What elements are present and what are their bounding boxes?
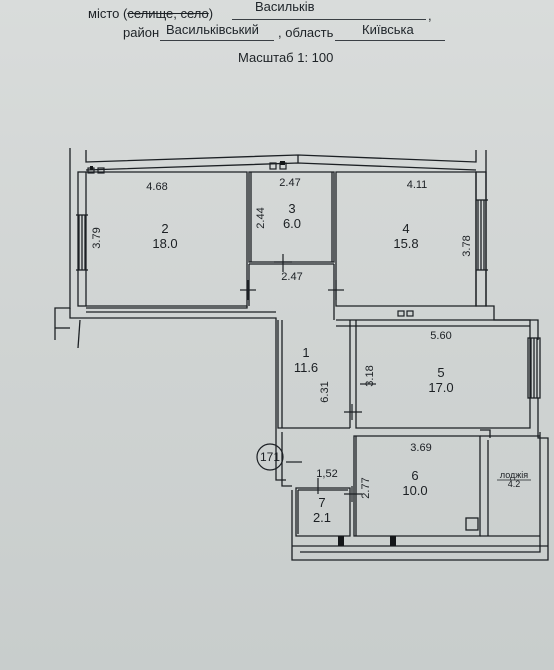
dim-3-78: 3.78 <box>461 235 473 256</box>
room-6-area: 10.0 <box>402 483 427 498</box>
room-7-walls <box>295 487 351 537</box>
wall-top <box>85 150 477 163</box>
dim-4-11: 4.11 <box>407 179 428 191</box>
region-label: , область <box>278 25 334 40</box>
loggia-area: 4.2 <box>508 479 521 489</box>
room-2-area: 18.0 <box>152 236 177 251</box>
room-1-area: 11.6 <box>294 360 318 375</box>
dim-5-60: 5.60 <box>430 330 451 342</box>
room-2-number: 2 <box>161 221 168 236</box>
room-1-number: 1 <box>302 345 309 360</box>
region-underline <box>335 40 445 41</box>
dim-2-44: 2.44 <box>255 207 267 228</box>
dim-6-31: 6.31 <box>319 381 331 402</box>
room-3-number: 3 <box>288 201 295 216</box>
dim-2-47-bottom: 2.47 <box>281 271 302 283</box>
room-7-area: 2.1 <box>313 510 331 525</box>
city-comma: , <box>428 8 432 23</box>
apartment-number-circle <box>256 443 284 471</box>
scale-label: Масштаб 1: 100 <box>238 50 334 65</box>
dim-1-52: 1,52 <box>316 468 337 480</box>
room-5-walls <box>336 319 531 429</box>
district-underline <box>160 40 274 41</box>
district-label: район <box>123 25 160 40</box>
room-3-walls <box>248 171 335 263</box>
wall-left-outer <box>54 148 71 318</box>
room-5-area: 17.0 <box>428 380 453 395</box>
room-4-area: 15.8 <box>393 236 418 251</box>
apartment-number: 171 <box>260 450 280 464</box>
room-2-walls <box>86 171 248 307</box>
region-value: Київська <box>362 22 414 37</box>
room-6-number: 6 <box>411 468 418 483</box>
city-value: Васильків <box>255 0 315 14</box>
city-underline <box>232 19 426 20</box>
dim-3-69: 3.69 <box>410 442 431 454</box>
dim-3-18: 3.18 <box>364 365 376 386</box>
city-label: місто (селище, село) <box>88 6 214 21</box>
room-3-area: 6.0 <box>283 216 301 231</box>
district-value: Васильківський <box>166 22 259 37</box>
room-4-number: 4 <box>402 221 409 236</box>
room-1-walls <box>248 264 350 429</box>
room-7-number: 7 <box>318 495 325 510</box>
dim-4-68: 4.68 <box>146 181 167 193</box>
dim-2-47-top: 2.47 <box>279 177 300 189</box>
room-5-number: 5 <box>437 365 444 380</box>
loggia-label: лоджія <box>500 470 528 480</box>
dim-3-79: 3.79 <box>91 227 103 248</box>
dim-2-77: 2.77 <box>360 477 372 498</box>
